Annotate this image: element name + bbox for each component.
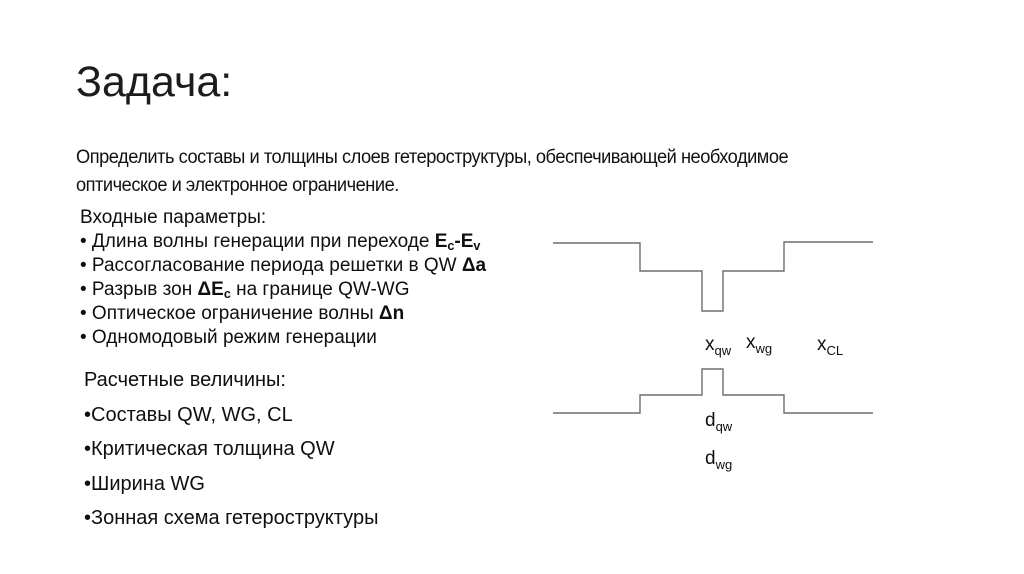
bullet-item: • Рассогласование периода решетки в QW Δ… (80, 255, 487, 276)
valence-band-line (553, 368, 873, 414)
slide-title: Задача: (76, 58, 233, 106)
label-x-cl-main: x (817, 334, 827, 355)
label-x-wg: xwg (746, 332, 772, 355)
intro-line-2: оптическое и электронное ограничение. (76, 174, 399, 196)
bullet-item: •Критическая толщина QW (84, 438, 335, 461)
bullet-item: • Разрыв зон ΔEc на границе QW-WG (80, 279, 410, 302)
label-x-wg-sub: wg (755, 341, 773, 356)
calc-values-block: Расчетные величины: •Составы QW, WG, CL•… (84, 363, 378, 536)
label-x-wg-main: x (746, 332, 756, 353)
label-x-cl: xCL (817, 334, 843, 357)
label-x-qw-sub: qw (714, 343, 732, 358)
calc-values-heading: Расчетные величины: (84, 369, 286, 391)
bullet-item: • Оптическое ограничение волны Δn (80, 303, 405, 324)
label-d-wg-sub: wg (715, 457, 733, 472)
input-params-list: • Длина волны генерации при переходе Ec-… (80, 230, 486, 350)
conduction-band-line (553, 241, 873, 312)
label-d-qw-sub: qw (715, 419, 733, 434)
bullet-item: •Зонная схема гетероструктуры (84, 507, 379, 530)
input-params-block: Входные параметры: • Длина волны генерац… (80, 206, 486, 350)
calc-values-list: •Составы QW, WG, CL •Критическая толщина … (84, 398, 378, 536)
input-params-heading: Входные параметры: (80, 207, 267, 228)
label-d-wg-main: d (705, 448, 716, 469)
bullet-item: •Составы QW, WG, CL (84, 403, 293, 426)
label-x-qw: xqw (705, 334, 731, 357)
intro-line-1: Определить составы и толщины слоев гетер… (76, 147, 789, 168)
label-x-qw-main: x (705, 334, 715, 355)
intro-text: Определить составы и толщины слоев гетер… (76, 144, 818, 199)
label-d-wg: dwg (705, 448, 732, 471)
label-d-qw: dqw (705, 410, 732, 433)
label-d-qw-main: d (705, 410, 716, 431)
bullet-item: • Одномодовый режим генерации (80, 327, 377, 348)
bullet-item: • Длина волны генерации при переходе Ec-… (80, 231, 481, 254)
label-x-cl-sub: CL (826, 343, 844, 358)
bullet-item: •Ширина WG (84, 472, 205, 495)
